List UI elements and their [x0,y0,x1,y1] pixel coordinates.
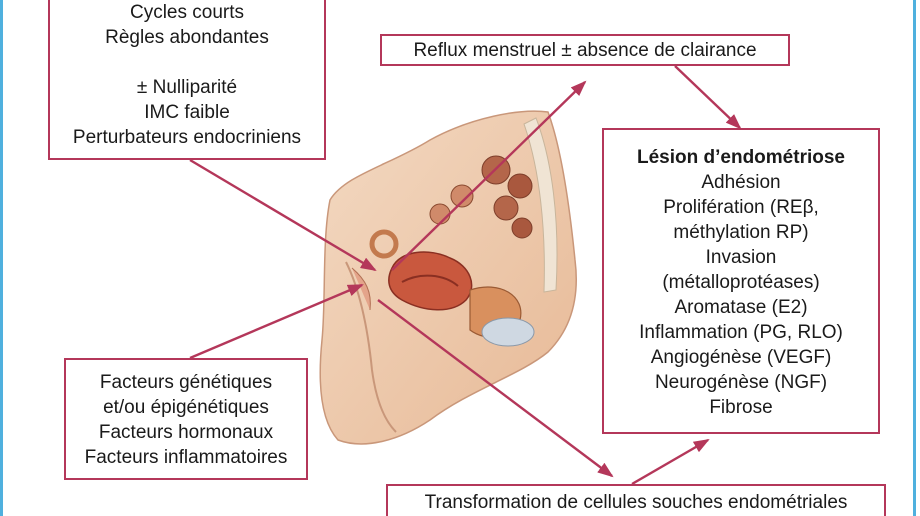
risk-spacer [50,50,324,75]
reflux-box: Reflux menstruel ± absence de clairance [380,34,790,66]
arrow-risk-to-pelvis [189,158,377,272]
arrow-factors-to-pelvis [189,283,364,360]
lesion-line: Invasion [705,247,777,268]
lesion-line: Inflammation (PG, RLO) [639,322,843,343]
lesion-line: méthylation RP) [673,222,809,243]
stem-cells-box: Transformation de cellules souches endom… [386,484,886,516]
arrow-reflux-to-lesion [674,65,742,130]
risk-line: Cycles courts [129,2,245,23]
stem-cells-text: Transformation de cellules souches endom… [424,492,848,513]
lesion-line: Fibrose [709,397,773,418]
risk-line: Perturbateurs endocriniens [72,127,302,148]
lesion-line: Neurogénèse (NGF) [654,372,828,393]
lesion-box: Lésion d’endométriose Adhésion Proliféra… [602,128,880,434]
factors-line: Facteurs génétiques [99,372,273,393]
lesion-title: Lésion d’endométriose [637,147,845,168]
lesion-line: Angiogénèse (VEGF) [650,347,832,368]
lesion-line: (métalloprotéases) [662,272,820,293]
lesion-line: Adhésion [701,172,781,193]
ovary-loop [369,229,399,259]
risk-line: Règles abondantes [105,27,269,48]
factors-line: et/ou épigénétiques [103,397,269,418]
factors-line: Facteurs inflammatoires [84,447,288,468]
factors-box: Facteurs génétiques et/ou épigénétiques … [64,358,308,480]
arrow-stem-cells-to-lesion [631,438,710,486]
spine-shape [523,117,558,293]
risk-factors-box: Cycles courts Règles abondantes ± Nullip… [48,0,326,160]
factors-line: Facteurs hormonaux [98,422,274,443]
risk-line: ± Nulliparité [136,77,238,98]
reflux-text: Reflux menstruel ± absence de clairance [413,40,757,61]
arrow-pelvis-to-reflux [391,80,587,271]
lesion-line: Prolifération (REβ, [663,197,819,218]
bladder-shape [481,317,535,347]
risk-line: IMC faible [144,102,230,123]
uterus-shape [388,251,473,311]
arrow-pelvis-to-stem-cells [377,299,614,478]
lesion-line: Aromatase (E2) [674,297,808,318]
